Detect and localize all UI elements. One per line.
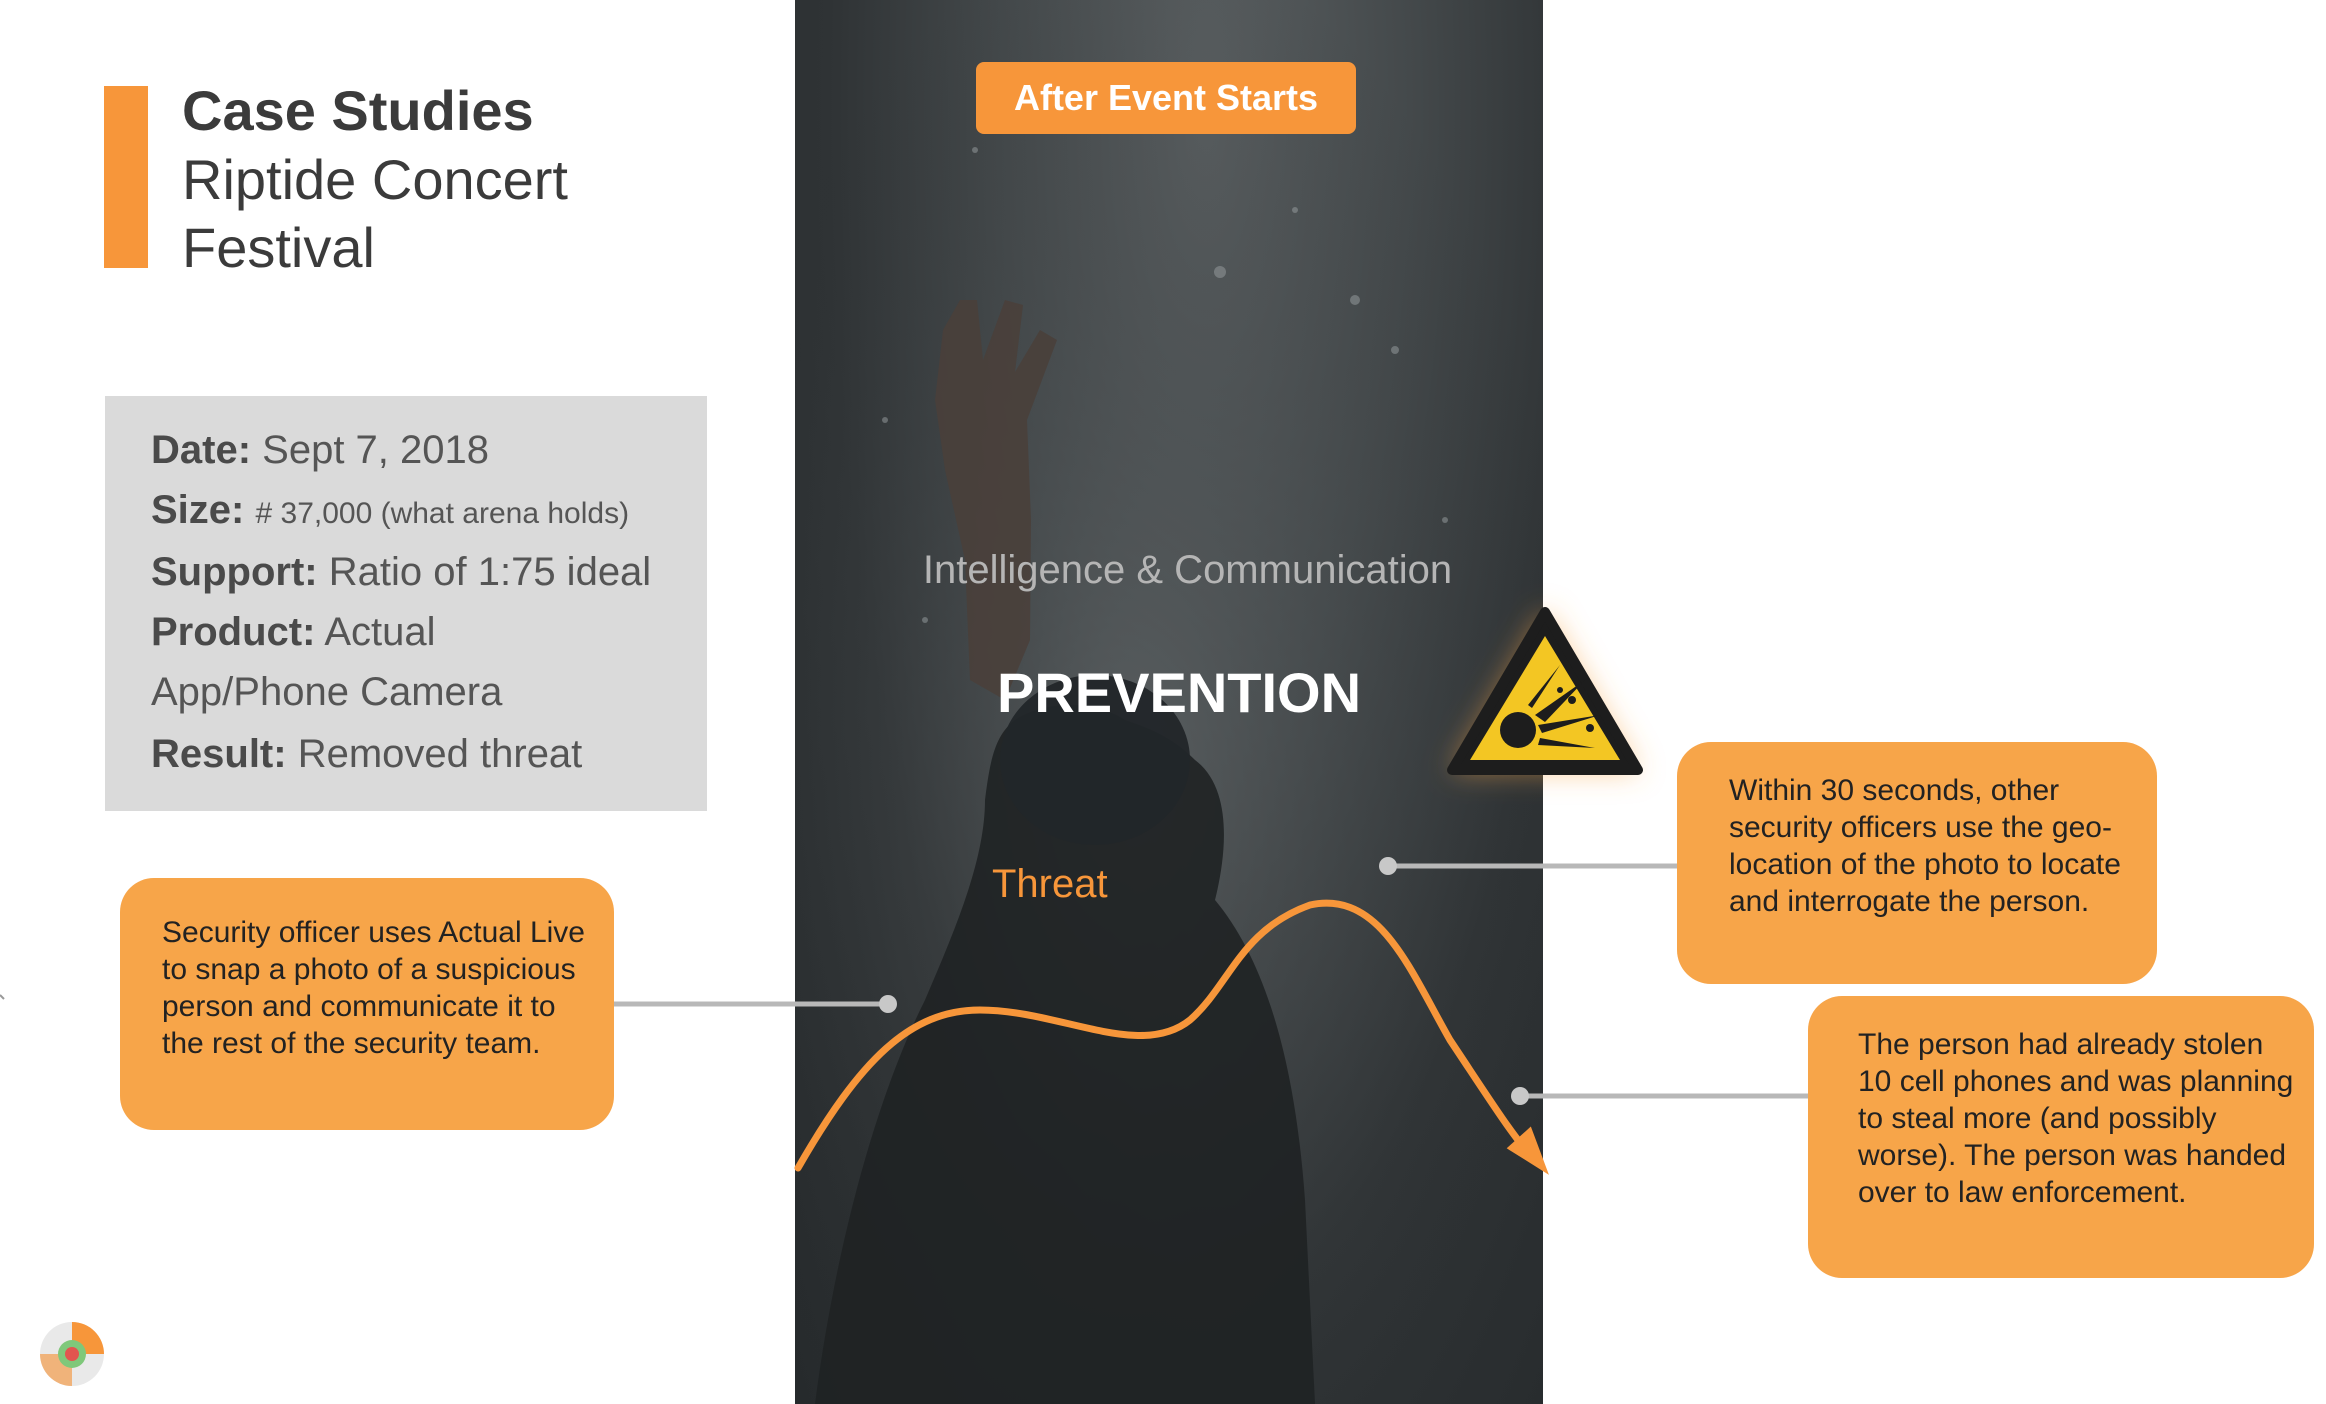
intelligence-communication-label: Intelligence & Communication	[922, 548, 1453, 592]
connector-right1-dot	[1379, 857, 1397, 875]
detail-product-line2: App/Phone Camera	[151, 670, 503, 714]
page-subtitle: Riptide Concert Festival	[182, 148, 568, 279]
connector-right2-dot	[1511, 1087, 1529, 1105]
detail-support-label: Support:	[151, 550, 318, 594]
after-event-starts-badge: After Event Starts	[976, 62, 1356, 134]
edge-mark	[0, 994, 5, 1000]
detail-date-value: Sept 7, 2018	[262, 428, 490, 472]
title-accent-bar	[104, 86, 148, 268]
detail-size-label: Size:	[151, 488, 245, 532]
detail-product: Product: Actual	[151, 610, 436, 655]
detail-date-label: Date:	[151, 428, 252, 472]
detail-size-value: # 37,000 (what arena holds)	[255, 497, 630, 530]
detail-date: Date: Sept 7, 2018	[151, 428, 489, 473]
detail-size: Size: # 37,000 (what arena holds)	[151, 488, 629, 533]
callout-left: Security officer uses Actual Live to sna…	[120, 878, 614, 1130]
page-title: Case Studies	[182, 79, 534, 142]
detail-product-value: Actual	[324, 610, 436, 654]
concert-silhouette	[795, 0, 1543, 1404]
prevention-heading: PREVENTION	[996, 661, 1362, 724]
threat-curve	[794, 899, 1539, 1172]
detail-result-label: Result:	[151, 732, 287, 776]
threat-label: Threat	[992, 862, 1108, 906]
detail-support-value: Ratio of 1:75 ideal	[328, 550, 652, 594]
connector-left-dot	[879, 995, 897, 1013]
detail-result-value: Removed threat	[297, 732, 583, 776]
detail-product-label: Product:	[151, 610, 316, 654]
callout-right-top: Within 30 seconds, other security office…	[1677, 742, 2157, 984]
detail-support: Support: Ratio of 1:75 ideal	[151, 550, 651, 595]
case-details-box: Date: Sept 7, 2018 Size: # 37,000 (what …	[105, 396, 707, 811]
concert-photo	[795, 0, 1543, 1404]
callout-right-bottom: The person had already stolen 10 cell ph…	[1808, 996, 2314, 1278]
explosive-warning-icon-shape	[1447, 607, 1643, 775]
threat-curve-arrowhead	[1506, 1126, 1549, 1175]
detail-result: Result: Removed threat	[151, 732, 582, 777]
brand-logo-icon	[40, 1322, 104, 1386]
